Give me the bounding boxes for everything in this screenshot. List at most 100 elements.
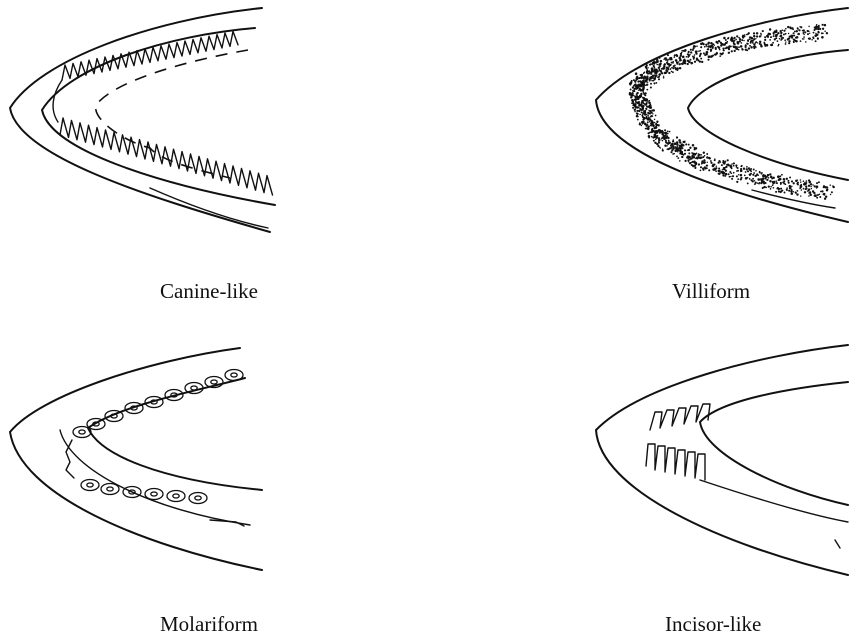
villiform-tooth-dot [808,38,810,40]
villiform-tooth-dot [651,72,653,74]
villiform-tooth-dot [662,150,664,152]
villiform-tooth-dot [667,54,669,56]
villiform-tooth-dot [641,114,643,116]
villiform-tooth-dot [647,67,648,68]
villiform-tooth-dot [740,168,742,170]
villiform-tooth-dot [809,33,810,34]
villiform-tooth-dot [712,47,714,49]
villiform-tooth-dot [685,143,687,145]
villiform-tooth-dot [769,39,771,41]
villiform-tooth-dot [795,192,797,194]
villiform-tooth-dot [803,188,805,190]
villiform-tooth-dot [644,112,646,114]
molariform-tooth-core [211,380,217,384]
villiform-tooth-dot [793,191,795,193]
molariform-jaw-drawing [10,348,262,570]
panel-label-canine-like: Canine-like [160,279,258,304]
villiform-tooth-dot [702,161,704,163]
villiform-tooth-dot [646,68,647,69]
villiform-tooth-dot [631,93,633,95]
villiform-tooth-dot [768,177,770,179]
villiform-tooth-dot [815,40,817,42]
villiform-tooth-dot [794,31,796,33]
villiform-tooth-dot [655,115,657,117]
villiform-tooth-dot [760,182,762,184]
villiform-tooth-dot [675,150,678,153]
villiform-tooth-dot [645,117,648,120]
villiform-tooth-dot [768,185,770,187]
villiform-tooth-dot [654,72,656,74]
villiform-tooth-dot [660,60,662,62]
villiform-tooth-dot [647,114,649,116]
villiform-tooth-dot [755,170,757,172]
villiform-tooth-dot [666,62,668,64]
villiform-tooth-dot [646,89,648,91]
villiform-tooth-dot [649,80,651,82]
villiform-tooth-dot [819,28,821,30]
villiform-tooth-dot [651,120,653,122]
villiform-tooth-dot [796,193,798,195]
villiform-tooth-dot [692,47,694,49]
villiform-tooth-dot [778,178,781,181]
villiform-tooth-dot [738,46,740,48]
villiform-tooth-dot [668,72,670,74]
villiform-tooth-dot [723,172,725,174]
villiform-tooth-dot [745,177,748,180]
villiform-tooth-dot [764,45,766,47]
villiform-tooth-dot [733,46,735,48]
villiform-tooth-dot [727,38,729,40]
villiform-tooth-dot [644,93,646,95]
villiform-tooth-dot [656,82,658,84]
villiform-tooth-dot [732,41,733,42]
molariform-tooth [225,370,243,381]
villiform-tooth-dot [800,179,802,181]
villiform-tooth-dot [650,125,652,127]
molariform-tooth-core [107,487,113,491]
villiform-tooth-dot [676,67,679,70]
villiform-tooth-dot [679,67,681,69]
molariform-tooth-core [173,494,179,498]
villiform-tooth-dot [719,170,721,172]
villiform-tooth-dot [760,43,762,45]
villiform-tooth-dot [723,37,726,40]
villiform-tooth-dot [652,109,655,112]
villiform-tooth-dot [746,168,748,170]
villiform-tooth-dot [777,175,780,178]
molariform-tooth [81,480,99,491]
villiform-tooth-dot [650,116,652,118]
villiform-tooth-dot [690,51,692,53]
villiform-tooth-dot [783,34,785,36]
villiform-tooth-dot [792,28,794,30]
villiform-tooth-dot [653,80,655,82]
villiform-tooth-dot [644,98,646,100]
villiform-tooth-dot [753,172,755,174]
villiform-tooth-dot [638,107,640,109]
villiform-tooth-dot [660,147,661,148]
villiform-tooth-dot [667,133,669,135]
villiform-tooth-dot [657,70,659,72]
villiform-tooth-dot [666,142,668,144]
villiform-tooth-dot [706,153,708,155]
villiform-tooth-dot [646,84,648,86]
villiform-tooth-dot [753,169,755,171]
molariform-tooth [145,489,163,500]
villiform-tooth-dot [669,58,671,60]
molariform-tooth [105,411,123,422]
villiform-tooth-dot [707,49,709,51]
villiform-tooth-dot [700,58,702,60]
villiform-tooth-dot [762,30,764,32]
villiform-tooth-dot [707,59,709,61]
villiform-tooth-dot [749,178,751,180]
villiform-tooth-dot [663,64,665,66]
villiform-tooth-dot [695,147,697,149]
villiform-tooth-dot [703,52,705,54]
villiform-tooth-dot [769,180,771,182]
villiform-tooth-dot [746,166,748,168]
villiform-tooth-dot [638,97,639,98]
villiform-tooth-dot [727,159,729,161]
villiform-tooth-dot [652,115,654,117]
villiform-tooth-dot [653,125,655,127]
villiform-tooth-dot [641,111,643,113]
villiform-tooth-dot [650,86,652,88]
villiform-tooth-dot [776,29,778,31]
